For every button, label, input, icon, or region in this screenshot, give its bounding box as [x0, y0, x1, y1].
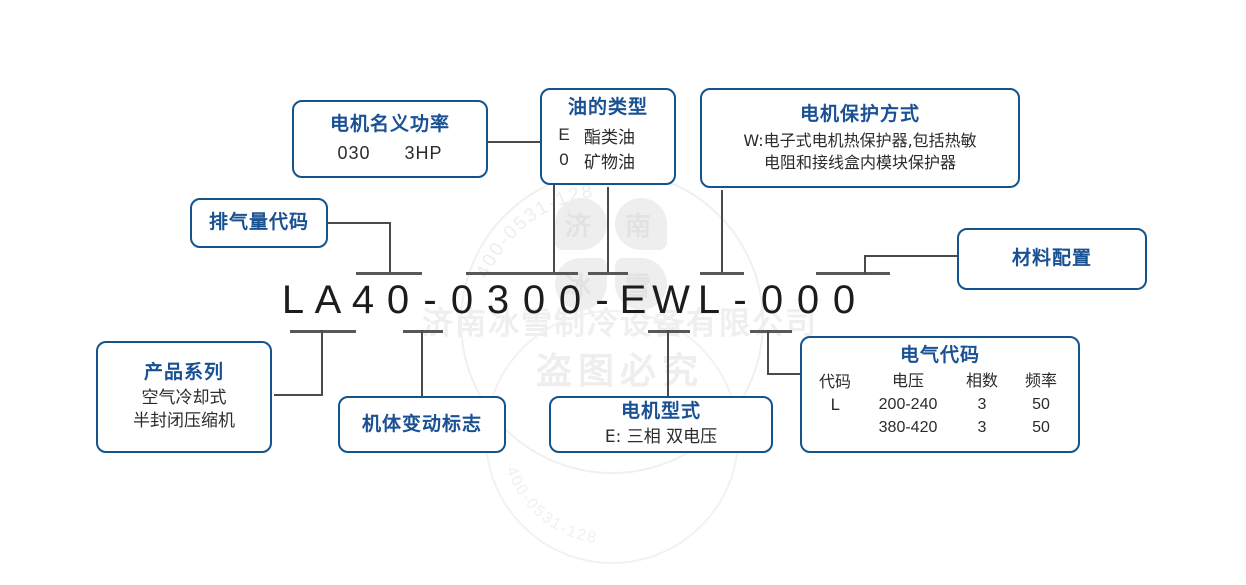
- bracket-motor-type: [648, 330, 690, 333]
- material-config-title: 材料配置: [1011, 247, 1092, 270]
- connector-electrical-code-horizontal: [767, 373, 802, 375]
- model-code-char-8: 0: [558, 278, 582, 322]
- connector-product-series-vertical: [321, 330, 323, 396]
- electrical-cell-phase-1: 3: [977, 395, 987, 413]
- table-row: 380-420 3 50: [808, 416, 1072, 439]
- electrical-header-voltage: 电压: [891, 372, 924, 390]
- bracket-electrical-code: [750, 330, 792, 333]
- electrical-code-header-row: 代码 电压 相数 频率: [808, 370, 1072, 393]
- oil-type-name-0: 矿物油: [584, 152, 635, 173]
- connector-material-config-horizontal: [864, 255, 960, 257]
- motor-power-title: 电机名义功率: [329, 112, 450, 135]
- bracket-product-series: [290, 330, 356, 333]
- electrical-cell-code-2: [808, 416, 862, 439]
- bracket-motor-power: [466, 272, 578, 275]
- motor-power-values: 030 3HP: [337, 141, 442, 165]
- box-body-change[interactable]: 机体变动标志: [338, 396, 506, 453]
- model-code-char-4: -: [423, 278, 437, 322]
- bracket-body-change: [403, 330, 443, 333]
- oil-type-code-0: 0: [559, 150, 569, 170]
- bracket-motor-protection: [700, 272, 744, 275]
- watermark-arc-label-top: 400-0531-128: [473, 181, 594, 282]
- connector-motor-power-horizontal: [487, 141, 555, 143]
- svg-text:400-0531-128: 400-0531-128: [473, 181, 596, 282]
- box-oil-type[interactable]: 油的类型 E 酯类油 0 矿物油: [540, 88, 676, 185]
- watermark-logo-char-2: 南: [625, 212, 652, 242]
- model-code-char-15: 0: [796, 278, 820, 322]
- box-electrical-code[interactable]: 电气代码 代码 电压 相数 频率 L 200-240 3 50: [800, 336, 1080, 453]
- connector-displacement-vertical: [389, 222, 391, 274]
- connector-body-change-vertical: [421, 330, 423, 398]
- box-motor-type[interactable]: 电机型式 E: 三相 双电压: [549, 396, 773, 453]
- box-displacement-code[interactable]: 排气量代码: [190, 198, 328, 248]
- model-code-char-10: E: [619, 278, 647, 322]
- product-series-title: 产品系列: [143, 360, 224, 383]
- bracket-displacement: [356, 272, 422, 275]
- model-code-char-5: 0: [450, 278, 474, 322]
- electrical-header-code: 代码: [818, 371, 851, 391]
- electrical-cell-voltage-1: 200-240: [878, 395, 938, 413]
- connector-motor-protection-vertical: [721, 190, 723, 274]
- box-motor-protection[interactable]: 电机保护方式 W:电子式电机热保护器,包括热敏 电阻和接线盒内模块保护器: [700, 88, 1020, 188]
- watermark-arc-label-bottom: 400-0531-128: [502, 464, 597, 547]
- electrical-code-table: 代码 电压 相数 频率 L 200-240 3 50 380-420 3 50: [808, 370, 1072, 440]
- electrical-cell-code-1: L: [830, 394, 840, 414]
- electrical-header-phase: 相数: [965, 372, 998, 390]
- electrical-cell-frequency-2: 50: [1032, 419, 1050, 437]
- model-code-char-7: 0: [522, 278, 546, 322]
- motor-power-hp: 3HP: [404, 142, 443, 163]
- body-change-title: 机体变动标志: [361, 412, 482, 435]
- model-code-char-13: -: [733, 278, 747, 322]
- watermark-logo-char-1: 济: [565, 212, 592, 242]
- motor-type-line1: E: 三相 双电压: [604, 426, 718, 447]
- model-code-char-2: 4: [351, 278, 375, 322]
- oil-type-row-ester: E 酯类油: [542, 123, 674, 148]
- bracket-material-config: [816, 272, 890, 275]
- model-code-char-11: W: [652, 278, 690, 322]
- electrical-code-title: 电气代码: [899, 344, 980, 366]
- electrical-cell-voltage-2: 380-420: [878, 419, 938, 437]
- connector-electrical-code-vertical: [767, 330, 769, 375]
- motor-protection-line1: W:电子式电机热保护器,包括热敏: [743, 131, 977, 151]
- model-code-char-3: 0: [386, 278, 410, 322]
- oil-type-name-e: 酯类油: [584, 127, 635, 148]
- electrical-cell-frequency-1: 50: [1032, 395, 1050, 413]
- displacement-title: 排气量代码: [208, 211, 309, 234]
- electrical-header-frequency: 频率: [1024, 372, 1057, 390]
- oil-type-code-e: E: [558, 125, 570, 145]
- model-code-char-16: 0: [832, 278, 856, 322]
- oil-type-title: 油的类型: [567, 96, 648, 118]
- product-series-line1: 空气冷却式: [141, 388, 227, 409]
- product-series-line2: 半封闭压缩机: [133, 411, 235, 432]
- bracket-oil-type: [588, 272, 628, 275]
- model-code-char-0: L: [281, 278, 305, 322]
- watermark-notice: 盗图必究: [535, 351, 704, 392]
- connector-material-config-vertical: [864, 255, 866, 274]
- connector-motor-type-vertical: [667, 330, 669, 398]
- table-row: L 200-240 3 50: [808, 393, 1072, 416]
- connector-displacement-horizontal: [325, 222, 391, 224]
- box-product-series[interactable]: 产品系列 空气冷却式 半封闭压缩机: [96, 341, 272, 453]
- model-code-char-14: 0: [760, 278, 784, 322]
- connector-oil-type-vertical: [607, 187, 609, 274]
- box-material-config[interactable]: 材料配置: [957, 228, 1147, 290]
- motor-protection-line2: 电阻和接线盒内模块保护器: [763, 152, 956, 172]
- motor-power-code: 030: [337, 142, 371, 163]
- model-code-char-12: L: [697, 278, 721, 322]
- svg-text:400-0531-128: 400-0531-128: [502, 464, 599, 547]
- connector-motor-power-vertical: [553, 141, 555, 274]
- electrical-cell-phase-2: 3: [977, 419, 987, 437]
- connector-product-series-horizontal: [274, 394, 322, 396]
- box-motor-power[interactable]: 电机名义功率 030 3HP: [292, 100, 488, 178]
- motor-type-title: 电机型式: [620, 400, 701, 423]
- oil-type-row-mineral: 0 矿物油: [542, 148, 674, 173]
- model-code-char-9: -: [595, 278, 609, 322]
- model-code-char-1: A: [314, 278, 342, 322]
- model-code-char-6: 3: [486, 278, 510, 322]
- motor-protection-title: 电机保护方式: [799, 102, 920, 125]
